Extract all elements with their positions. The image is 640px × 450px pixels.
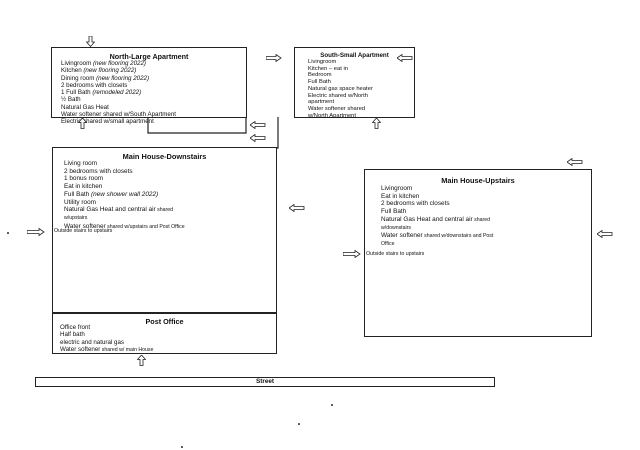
downstairs-bedrooms: 2 bedrooms with closets [64,167,133,175]
north-half-bath: ½ Bath [61,96,81,104]
north-water-softener-note: shared w/South Apartment [101,111,176,119]
entrance-arrow-up-icon [372,118,381,129]
scan-speck [331,404,333,406]
downstairs-heat-cont: w/upstairs [64,214,88,221]
north-kitchen: Kitchen [61,67,84,75]
south-heater: Natural gas space heater [308,85,373,92]
post-office-title: Post Office [145,317,184,326]
upstairs-water-softener-cont: Office [381,240,395,247]
north-livingroom: Livingroom [61,60,93,67]
south-kitchen: Kitchen – eat in [308,65,348,72]
south-livingroom: Livingroom [308,59,337,65]
stairs-label-left: Outside stairs to upstairs [54,228,113,234]
entrance-arrow-up-icon [78,118,87,129]
downstairs-living-room: Living room [64,160,98,167]
downstairs-full-bath: Full Bath [64,190,91,198]
north-kitchen-note: (new flooring 2022) [83,67,137,75]
downstairs-features: Living room 2 bedrooms with closets 1 bo… [64,160,185,231]
north-dining-note: (new flooring 2022) [96,74,150,82]
post-office-box: Post Office Office front Half bath elect… [52,313,277,354]
upstairs-features: Livingroom Eat in kitchen 2 bedrooms wit… [381,185,493,249]
downstairs-water-softener: Water softener [64,222,106,230]
north-large-apartment-box: North-Large Apartment Livingroom (new fl… [51,47,247,125]
main-house-upstairs-box: Main House-Upstairs Livingroom Eat in ki… [364,169,592,337]
upstairs-heat-cont: w/downstairs [381,224,411,231]
upstairs-water-softener: Water softener [381,232,423,240]
north-bath-note: (remodeled 2022) [92,89,142,97]
entrance-arrow-left-icon [567,158,583,166]
upstairs-livingroom: Livingroom [381,185,413,192]
stairs-label-right: Outside stairs to upstairs [366,251,425,257]
post-office-half-bath: Half bath [60,331,85,339]
south-electric-cont: apartment [308,99,335,106]
post-office-utilities: electric and natural gas [60,338,124,346]
scan-speck [181,446,183,448]
entrance-arrow-left-icon [250,121,266,129]
north-water-softener: Water softener [61,111,102,119]
post-office-water-softener: Water softener [60,346,101,354]
downstairs-kitchen: Eat in kitchen [64,183,103,191]
entrance-arrow-down-icon [86,36,95,47]
upstairs-title: Main House-Upstairs [441,176,515,185]
north-apartment-features: Livingroom (new flooring 2022) Kitchen (… [61,60,176,126]
upstairs-water-softener-note: shared w/downstairs and Post [422,233,494,240]
upstairs-bedrooms: 2 bedrooms with closets [381,200,450,208]
downstairs-bonus-room: 1 bonus room [64,175,104,183]
upstairs-kitchen: Eat in kitchen [381,192,420,200]
downstairs-water-softener-note: shared w/upstairs and Post Office [105,223,185,230]
south-apartment-title: South-Small Apartment [320,52,389,59]
north-livingroom-note: (new flooring 2022) [92,60,146,67]
south-full-bath: Full Bath [308,79,331,86]
south-small-apartment-box: South-Small Apartment Livingroom Kitchen… [294,47,415,119]
south-water-softener: Water softener [308,105,346,112]
scan-speck [7,232,9,234]
north-full-bath: 1 Full Bath [61,89,93,97]
entrance-arrow-left-icon [397,54,413,62]
scan-speck [298,423,300,425]
street-label: Street [255,378,275,385]
upstairs-full-bath: Full Bath [381,208,407,216]
downstairs-title: Main House-Downstairs [122,152,207,161]
stairs-arrow-right-icon [27,228,45,236]
upstairs-heat-note: shared [472,216,490,223]
post-office-water-softener-note: shared w/ main House [100,347,154,354]
entrance-arrow-left-icon [597,230,613,238]
entrance-arrow-left-icon [250,134,266,142]
entrance-arrow-up-icon [137,355,146,366]
downstairs-bath-note: (new shower wall 2022) [91,190,159,198]
north-dining: Dining room [61,74,97,82]
north-apartment-title: North-Large Apartment [109,52,189,61]
upstairs-heat: Natural Gas Heat and central air [381,215,473,223]
post-office-features: Office front Half bath electric and natu… [60,324,153,355]
south-apartment-features: Livingroom Kitchen – eat in Bedroom Full… [308,59,373,119]
north-bedrooms: 2 bedrooms with closets [61,81,128,89]
south-water-softener-cont: w/North Apartment [308,112,357,119]
main-house-downstairs-box: Main House-Downstairs Living room 2 bedr… [52,147,277,313]
south-electric: Electric shared w/North [308,92,368,99]
stairs-arrow-right-icon [343,250,361,258]
entrance-arrow-left-icon [289,204,305,212]
north-heat: Natural Gas Heat [61,103,109,111]
south-water-softener-note: shared [345,105,366,112]
post-office-front: Office front [60,324,91,331]
entrance-arrow-right-icon [266,54,282,62]
north-electric: Electric shared w/small apartment [61,118,154,126]
street-bar: Street [35,377,495,387]
downstairs-heat: Natural Gas Heat and central air [64,206,156,214]
downstairs-utility-room: Utility room [64,198,96,206]
south-bedroom: Bedroom [308,72,332,79]
downstairs-heat-note: shared [155,207,173,214]
